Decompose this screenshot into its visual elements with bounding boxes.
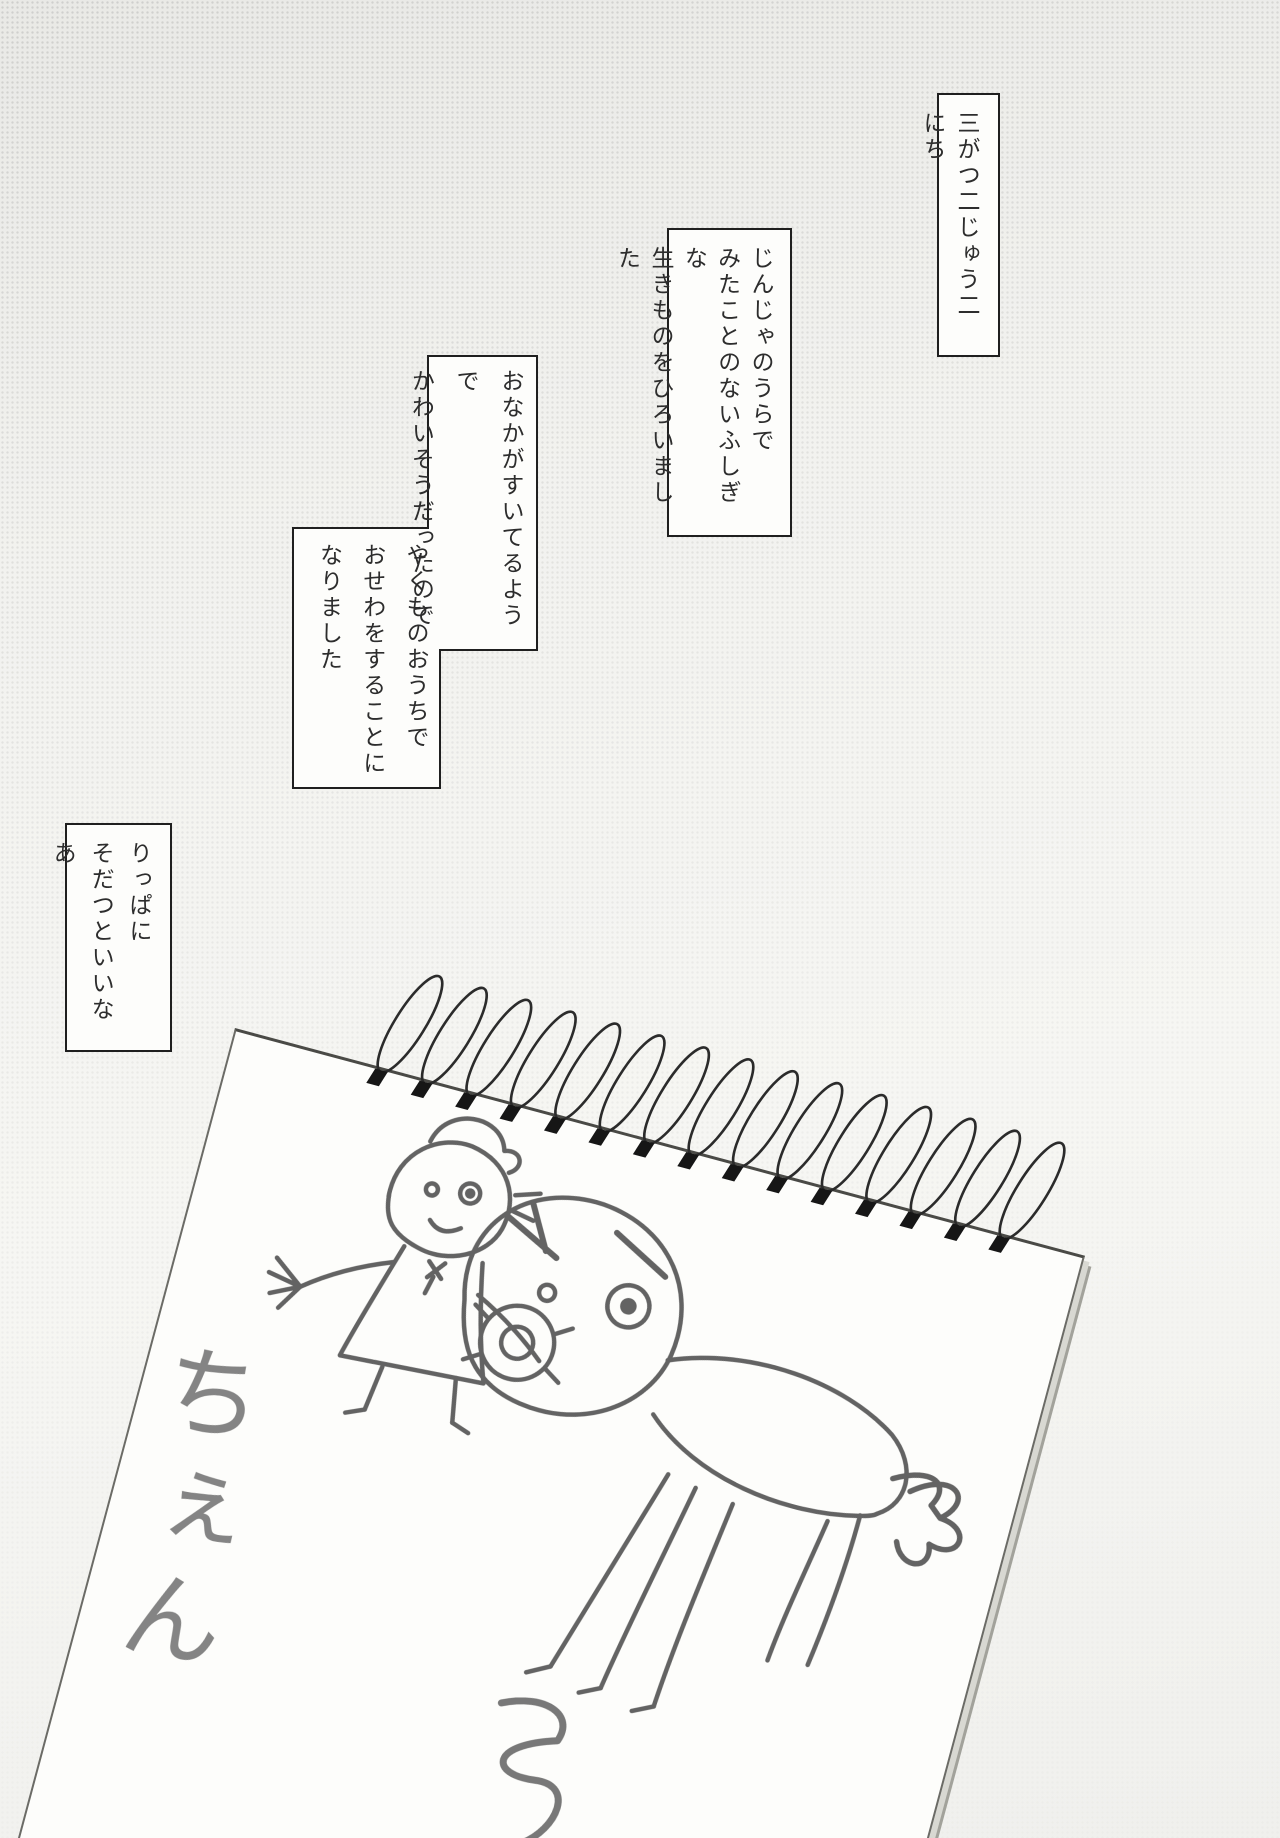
entry-hope-line: りっぱに [125, 841, 151, 945]
drawing-creature [460, 1195, 963, 1714]
entry-middle-box-outline [292, 355, 538, 789]
entry-hope-line: そだつといいなあ [49, 841, 114, 1023]
entry-hungry-line: かわいそうだったので [407, 369, 434, 629]
date-box: 三がつ二じゅう二にち [919, 93, 1000, 357]
entry-care-line: おせわをすることに [358, 543, 385, 777]
entry-care-line: やくものおうちで [402, 543, 428, 751]
entry-found-text: じんじゃのうらで みたことのないふしぎな 生きものをひろいました [614, 230, 790, 535]
entry-hungry-line: おなかがすいてるようで [452, 369, 523, 629]
entry-found-line: みたことのないふしぎな [680, 246, 740, 506]
sketchbook: ちぇん [0, 958, 1086, 1838]
scribble-stroke [497, 1697, 567, 1838]
entry-found-line: じんじゃのうらで [747, 246, 773, 454]
entry-hope-text: りっぱに そだつといいなあ [49, 825, 170, 1050]
entry-found-box: じんじゃのうらで みたことのないふしぎな 生きものをひろいました [614, 228, 792, 537]
date-text: 三がつ二じゅう二にち [919, 95, 998, 355]
child-drawing [266, 1116, 963, 1838]
entry-found-line: 生きものをひろいました [613, 246, 673, 506]
entry-hungry-text: おなかがすいてるようで かわいそうだったので [407, 369, 532, 643]
entry-hope-box: りっぱに そだつといいなあ [49, 823, 172, 1052]
date-line: 三がつ二じゅう二にち [919, 111, 979, 319]
entry-care-text: やくものおうちで おせわをすることに なりました [302, 543, 436, 781]
entry-care-line: なりました [315, 543, 342, 673]
stepped-box-shape [292, 355, 538, 789]
drawing-girl [266, 1116, 543, 1436]
